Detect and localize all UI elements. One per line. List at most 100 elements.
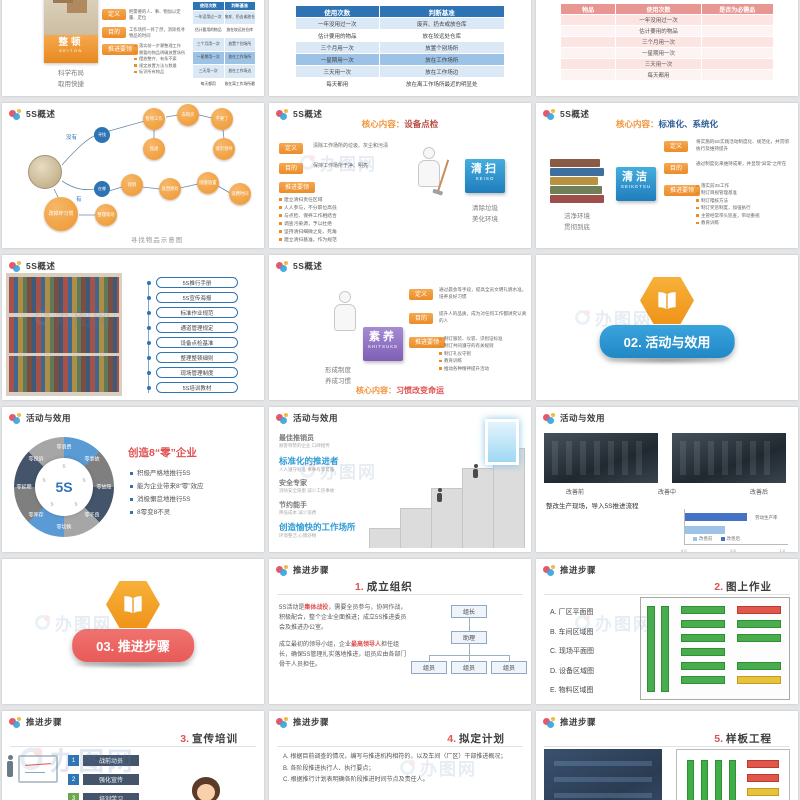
step-subtext: 消除安全隐患 减少工伤事故: [279, 488, 335, 493]
slide-benefit-staircase[interactable]: 活动与效用 最佳推销员 顾客称赞的企业 口碑相传 标准化的推进者 人人遵守标准 …: [269, 407, 531, 552]
plan-paragraph: C. 根据推行计划表明确各阶段推进时间节点及责任人。: [283, 777, 429, 783]
goal-pill: 目的: [102, 27, 127, 38]
keys-list: 落实前一步骤整理工作需要的物品明确放置场所摆放整齐、有条不紊规定放置方法与数量标…: [134, 43, 190, 76]
shitsuke-motto: 形成制度 养成习惯: [315, 365, 361, 387]
cell-necessary: [700, 14, 775, 26]
item-number-box: 1: [68, 755, 79, 766]
cell-item: [559, 58, 617, 70]
keys-pill: 推进要领: [102, 44, 139, 55]
step-title: 5.样板工程: [714, 729, 772, 747]
term-cn: 清扫: [471, 163, 499, 175]
cell-usage: 一年没用过一次: [615, 14, 702, 26]
table-row: 一星期用一次: [559, 47, 775, 59]
step-title: 2.图上作业: [714, 577, 772, 595]
definition-row: 定义 把需要的人、事、物加以定量、定位: [102, 9, 188, 21]
flow-node-blue: 寻找: [94, 127, 110, 143]
chart-legend: 改善前 改善后: [693, 536, 740, 542]
key-item: 坚持清扫细微之处、死角: [279, 229, 337, 237]
necessity-check-table: 物品 使用次数 是否为必需品 一年没用过一次估计要用的物品三个月用一次一星期用一…: [559, 3, 775, 81]
term-cn: 整顿: [58, 36, 84, 48]
ppt-logo-icon: [543, 412, 557, 424]
flow-node: 暂停工作: [143, 108, 165, 130]
key-item: 摆放整齐、有条不紊: [134, 56, 190, 63]
slide-seiton-definition[interactable]: 整顿 SEITON 科学布局 取用快捷 定义 把需要的人、事、物加以定量、定位 …: [2, 0, 264, 96]
cell-necessary: [700, 69, 775, 81]
slide-seiketsu-core[interactable]: 5S概述 核心内容：标准化、系统化 清洁 SEIKETSU 定义 将实施的5S实…: [536, 103, 798, 248]
goal-text: 保持工作场所干净、明亮: [313, 163, 369, 169]
books-stack-photo: [550, 159, 604, 205]
key-item: 人人参与，不分职位高低: [279, 205, 337, 213]
ppt-logo-icon: [9, 412, 23, 424]
factory-photo-after: [672, 433, 786, 483]
cell-usage: 三天用一次: [295, 65, 380, 78]
title-divider: [544, 594, 790, 595]
slide-shitsuke-core[interactable]: 5S概述 素养 SHITSUKE 形成制度 养成习惯 定义 通过晨会等手段，提高…: [269, 255, 531, 400]
map-type-item: A. 厂区平面图: [550, 609, 594, 616]
ppt-logo-icon: [276, 564, 290, 576]
phase-label: 改善前: [566, 490, 585, 496]
slide-seiso-core[interactable]: 5S概述 核心内容：设备点检 定义 清除工作场所的垃圾、灰尘和污渍 目的 保持工…: [269, 103, 531, 248]
slide-usage-judgement-table[interactable]: 使用次数 判断基准 一年没用过一次废弃、扔去或放仓库估计要用的物品放在较远处仓库…: [269, 0, 531, 96]
core-title-prefix: 核心内容：: [361, 119, 405, 129]
flow-node: 整理现场: [95, 204, 117, 226]
doorway-illustration: [485, 419, 519, 465]
ring-label: 零浪费: [56, 444, 72, 451]
cell-rule: 放置个别场所: [378, 41, 506, 54]
motto-line: 养成习惯: [325, 378, 351, 386]
branch-label-yes: 有: [76, 197, 82, 203]
ring-labels: 零浪费零事故零故障零不良零切换零库存零延期零投诉: [14, 437, 114, 537]
cell-usage: 三个月用一次: [295, 41, 380, 54]
slide-section-title: 推进步骤: [293, 565, 330, 575]
slide-step3-promotion-training[interactable]: 推进步骤 3.宣传培训 1 战前动员 2 强化宣传 3 培训学习: [2, 711, 264, 800]
motto-line: 取用快捷: [58, 81, 84, 89]
table-row: 估计要用的物品放在较远处仓库: [192, 23, 256, 38]
habit-node: 改掉坏习惯: [44, 197, 78, 231]
slide-section-divider-03[interactable]: 03. 推进步骤: [2, 559, 264, 704]
ring-letter: S: [74, 501, 78, 507]
cell-usage: 一星期用一次: [295, 53, 380, 66]
cell-item: [559, 36, 617, 48]
slide-step5-pilot-project[interactable]: 推进步骤 5.样板工程: [536, 711, 798, 800]
benefit-step: 创造愉快的工作场所 环境整洁 心情舒畅: [279, 521, 383, 539]
step-subtext: 人人遵守标准 事事有章可循: [279, 466, 335, 472]
org-connector: [469, 655, 470, 661]
banner-shadow: [68, 660, 198, 669]
keys-list: 建立清扫责任区域人人参与，不分职位高低与点检、保养工作相结合调查污染源，予以杜绝…: [279, 197, 337, 244]
table-row: 三天用一次: [559, 58, 775, 70]
table-row: 三天用一次放在工作场边: [192, 64, 256, 79]
table-row: 估计要用的物品放在较远处仓库: [295, 29, 506, 42]
slide-improvement-comparison[interactable]: 活动与效用 改善前改善中改善后 整改生产现场，导入5S推进流程 劳动生产率 0.…: [536, 407, 798, 552]
slide-necessity-checklist-table[interactable]: 物品 使用次数 是否为必需品 一年没用过一次估计要用的物品三个月用一次一星期用一…: [536, 0, 798, 96]
key-item: 制订礼仪守则: [439, 350, 527, 357]
core-main: 习惯改变命运: [396, 386, 444, 395]
cell-usage: 每天都用: [192, 77, 225, 92]
slide-step4-planning[interactable]: 推进步骤 4.拟定计划 A. 根据目前调查的情况，编写与推进机构相符的，以及车间…: [269, 711, 531, 800]
branch-label-no: 没有: [66, 135, 78, 141]
document-pill: 5S推行手册: [147, 277, 238, 288]
start-photo-node: [28, 155, 62, 189]
cell-usage: 三天用一次: [192, 64, 225, 79]
benefit-step: 标准化的推进者 人人遵守标准 事事有章可循: [279, 455, 383, 473]
slide-section-divider-02[interactable]: 02. 活动与效用: [536, 255, 798, 400]
flow-node: 不要了: [211, 108, 233, 130]
banner-shadow: [602, 356, 732, 365]
phase-label: 改善后: [749, 490, 768, 496]
term-romaji: SEISO: [475, 175, 495, 181]
benefit-step: 安全专家 消除安全隐患 减少工伤事故: [279, 478, 383, 494]
step-subtext: 顾客称赞的企业 口碑相传: [279, 443, 330, 448]
ppt-logo-icon: [276, 716, 290, 728]
ppt-logo-icon: [276, 412, 290, 424]
slide-step1-organization[interactable]: 推进步骤 1.成立组织 5S活动是集体战役，需要全员参与，协同作战，积极配合，整…: [269, 559, 531, 704]
slide-header: 推进步骤: [543, 716, 596, 728]
paragraph: 5S活动是集体战役，需要全员参与，协同作战，积极配合，整个企业全面推进；成立5S…: [279, 605, 407, 632]
table-row: 三个月用一次: [559, 36, 775, 48]
climber-figure: [473, 464, 478, 478]
ppt-logo-icon: [276, 108, 290, 120]
slide-find-item-flowchart[interactable]: 5S概述 没有 有 寻找 在哪 暂停工作去购买不要了焦虑请示领导找到放回原处随意…: [2, 103, 264, 248]
